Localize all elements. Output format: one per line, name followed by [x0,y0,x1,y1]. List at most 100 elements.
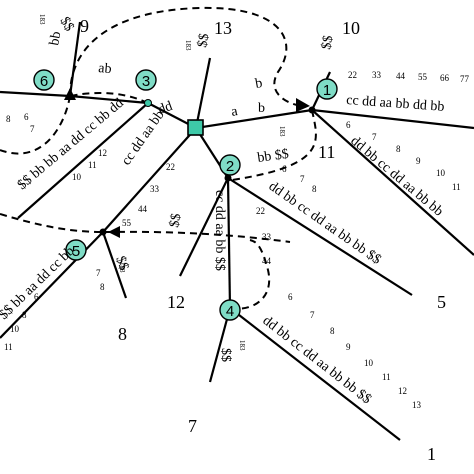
node-2-label: 2 [226,158,234,175]
tick-10d: 10 [72,172,82,182]
branch-node5-down [101,231,128,299]
branch-node3-down [17,102,149,219]
dashed-link-node3-node6 [69,91,149,104]
node-3-label: 3 [142,73,150,90]
tick-6: 6 [346,120,351,130]
node-5-label: 5 [72,243,80,260]
branch-node2-down [179,177,229,277]
edge-label-12: 12 [167,292,185,312]
edge-label-9: 9 [80,16,89,36]
seq-dollar-mid: $$ [167,212,184,228]
seq-node2-diag: dd bb cc dd aa bb bb $$ [266,179,384,268]
tick-183-d: 183 [278,126,286,137]
branch-node1-right [311,108,474,130]
dashed-link-node1-node2 [231,109,317,181]
tick-7d: 7 [30,124,35,134]
junction-node2 [224,174,232,182]
seq-node2-vertical: cc dd aa bb $$ [212,190,227,271]
node-1: 1 [316,78,338,100]
tick-183-c: 183 [184,40,192,51]
seq-dollar-node5: $$ [112,254,131,272]
seq-node4-diag: dd bb cc dd aa bb bb $$ [260,313,374,407]
tick-6b: 6 [282,164,287,174]
tick-9: 9 [416,156,421,166]
tick-66: 66 [440,73,450,83]
node-6-label: 6 [40,73,48,90]
tick-8b: 8 [312,184,317,194]
seq-dollar-node1: $$ [319,34,336,50]
branch-node6-left [0,90,71,98]
edge-label-13: 13 [214,18,232,38]
node-4: 4 [219,299,241,321]
tick-12d: 12 [98,148,107,158]
seq-node1-right: cc dd aa bb dd bb [346,93,445,115]
tick-44b: 44 [138,204,148,214]
tick-7b: 7 [300,174,305,184]
seq-dollar-topleft: $$ [57,15,77,35]
junction-node6 [67,93,73,99]
tick-44: 44 [396,71,406,81]
seq-dollar-top: $$ [195,32,212,48]
tick-8e: 8 [22,310,27,320]
seq-top-left-ab: ab [98,61,112,77]
seq-top-left-bb: bb [47,30,64,46]
dashed-link-top-arc [69,6,303,107]
arrowhead-node1 [296,98,310,112]
seq-dollar-node4: $$ [218,348,233,362]
tick-33: 33 [372,70,382,80]
seq-mid-b: b [258,101,265,116]
tick-55: 55 [418,72,428,82]
tick-183-b: 183 [238,340,246,351]
edge-label-8: 8 [118,324,127,344]
branch-node4-diag [229,307,401,441]
tick-8f: 8 [100,282,105,292]
branch-node2-diag [227,177,413,296]
branch-node1-lower [311,109,474,256]
edge-label-1: 1 [427,444,436,464]
numbered-nodes: 1 2 3 4 5 6 [33,69,338,321]
edge-label-5: 5 [437,292,446,312]
edge-label-11: 11 [318,142,335,162]
tick-10c: 10 [364,358,374,368]
tick-183-a: 183 [118,262,126,273]
seq-small-center: dd [156,99,174,118]
tick-6e: 6 [34,292,39,302]
tick-7f: 7 [96,268,101,278]
branch-center-to-top [194,57,212,129]
tick-6d: 6 [24,112,29,122]
tick-22c: 22 [256,206,265,216]
tick-7: 7 [372,132,377,142]
tick-numbers: 22 33 44 55 66 77 6 7 8 9 10 11 6 7 8 6 … [4,14,470,410]
branch-node4-down [208,307,232,383]
tick-10e: 10 [10,324,20,334]
branch-node5-left [0,231,104,339]
tick-22b: 22 [166,162,175,172]
tick-44c: 44 [262,256,272,266]
seq-node2-right: bb $$ [256,147,289,166]
node-1-label: 1 [323,82,331,99]
edge-label-10: 10 [342,18,360,38]
edge-label-7: 7 [188,416,197,436]
node-2: 2 [219,154,241,176]
tick-11: 11 [452,182,461,192]
edge-labels: 13 10 9 12 11 8 5 7 1 [80,16,446,464]
tick-12c: 12 [398,386,407,396]
dashed-link-node4 [229,239,271,310]
tick-33c: 33 [262,232,272,242]
tick-183-e: 183 [38,14,46,25]
tick-8: 8 [396,144,401,154]
branch-node2-vert [226,177,232,309]
node-6: 6 [33,69,55,91]
tick-33b: 33 [150,184,160,194]
seq-node3-diag: $$ bb bb aa dd cc bb dd [15,96,127,193]
branch-node3-to-node6 [69,94,149,105]
junction-node5 [99,228,107,236]
tick-6c: 6 [288,292,293,302]
seq-node5-left: $$ bb aa dd cc bb [0,244,78,323]
branch-lines [0,21,474,441]
tick-11d: 11 [88,160,97,170]
node-3: 3 [135,69,157,91]
branch-center-to-node1 [195,108,313,130]
seq-arrow-a: a [230,104,239,120]
tick-13c: 13 [412,400,422,410]
